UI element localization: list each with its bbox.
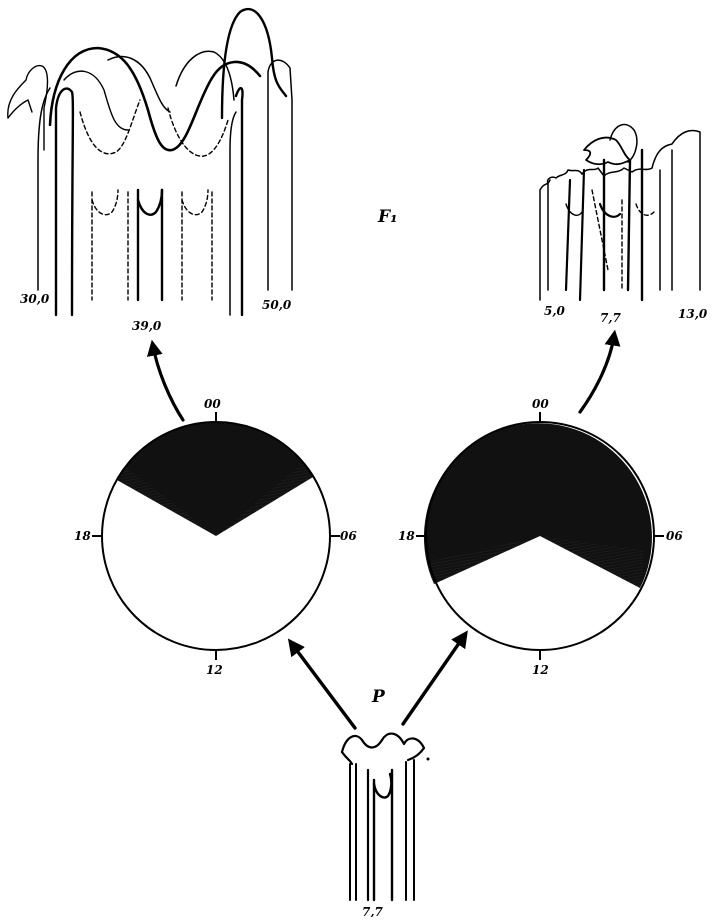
left-value-label-2: 39,0	[132, 319, 162, 333]
right-value-label-1: 5,0	[544, 304, 566, 318]
right-value-label-2: 7,7	[600, 311, 622, 325]
left-upward-arrow	[153, 346, 183, 420]
right-clock-label-00: 00	[532, 397, 549, 411]
left-day-clock	[92, 412, 340, 660]
right-upward-arrow	[580, 336, 614, 412]
right-clock-label-06: 06	[666, 529, 683, 543]
right-day-clock	[416, 412, 664, 660]
parent-value-label: 7,7	[362, 905, 384, 917]
left-clock-label-12: 12	[206, 663, 223, 677]
left-clock-label-06: 06	[340, 529, 357, 543]
right-clock-label-18: 18	[398, 529, 415, 543]
right-clock-label-12: 12	[532, 663, 549, 677]
parent-generation-label: P	[371, 687, 386, 707]
right-offspring-sketch	[540, 125, 700, 300]
parent-to-left-arrow	[292, 644, 355, 728]
f1-generation-label: F₁	[377, 207, 398, 227]
right-value-label-3: 13,0	[678, 307, 708, 321]
parent-sketch	[342, 734, 430, 900]
left-clock-label-00: 00	[204, 397, 221, 411]
left-offspring-sketch	[8, 9, 292, 315]
parent-to-right-arrow	[403, 636, 464, 724]
left-value-label-3: 50,0	[262, 298, 292, 312]
left-value-label-1: 30,0	[20, 292, 50, 306]
left-clock-label-18: 18	[74, 529, 91, 543]
